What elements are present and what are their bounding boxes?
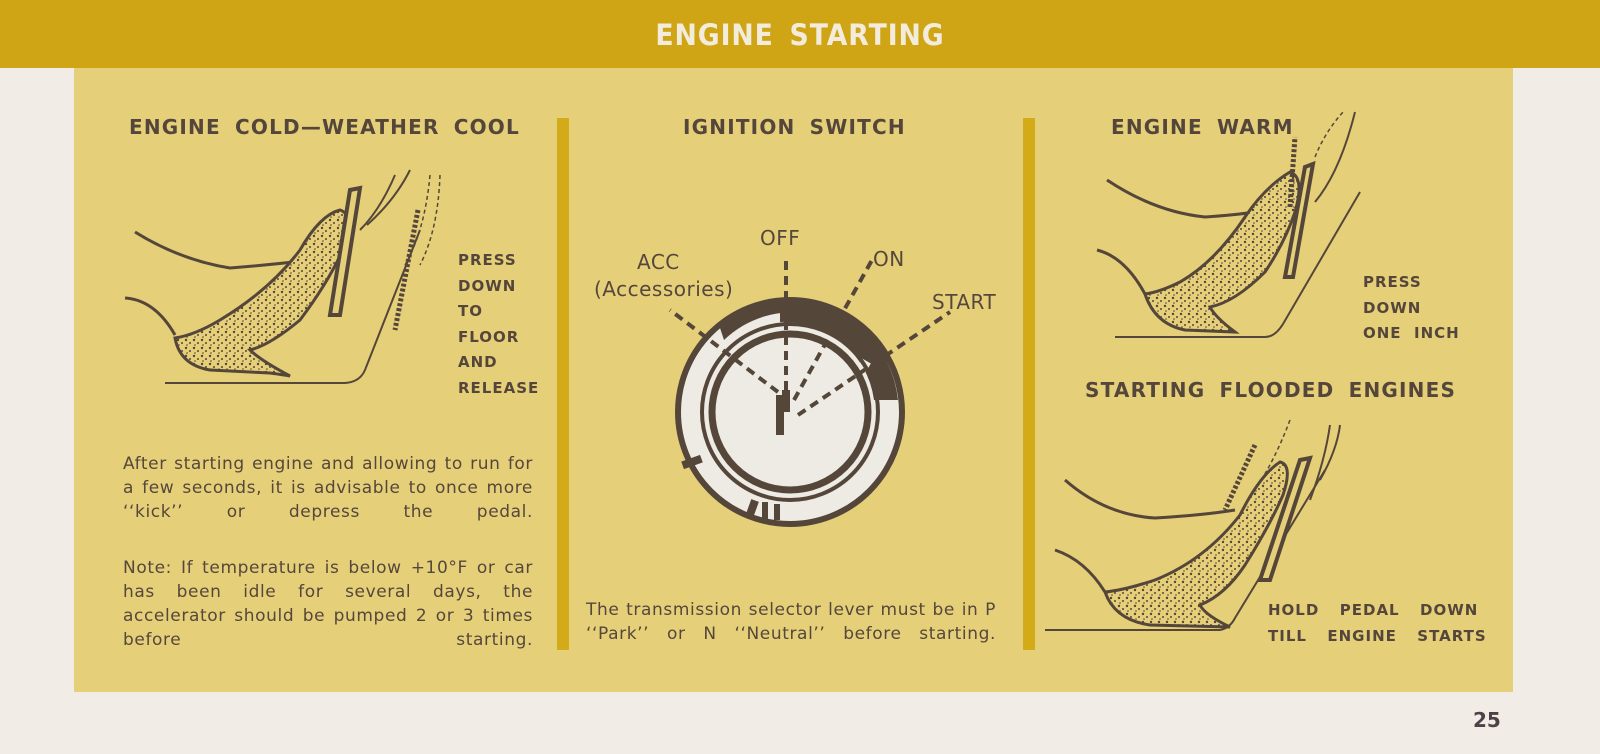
instruction-line: RELEASE [458, 378, 540, 397]
warm-instruction: PRESS DOWN ONE INCH [1363, 270, 1460, 347]
column-divider-right [1023, 118, 1035, 650]
foot-pedal-one-inch-illustration [1096, 111, 1361, 338]
instruction-line: DOWN [458, 276, 517, 295]
page-title: ENGINE STARTING [655, 18, 945, 52]
ignition-paragraph: The transmission selector lever must be … [586, 600, 996, 644]
cold-section-heading: ENGINE COLD—WEATHER COOL [129, 115, 520, 139]
foot-pedal-hold-illustration [1045, 419, 1341, 631]
flooded-section-heading: STARTING FLOODED ENGINES [1085, 378, 1457, 402]
flooded-instruction: HOLD PEDAL DOWN TILL ENGINE STARTS [1268, 598, 1487, 649]
instruction-line: PRESS [1363, 273, 1422, 291]
instruction-line: ONE INCH [1363, 324, 1460, 342]
ignition-switch-dial-icon [668, 255, 952, 527]
dial-label-off: OFF [760, 226, 801, 250]
instruction-line: HOLD PEDAL DOWN [1268, 601, 1479, 619]
ignition-section-heading: IGNITION SWITCH [683, 115, 906, 139]
instruction-line: DOWN [1363, 298, 1422, 317]
warm-section-heading: ENGINE WARM [1111, 115, 1294, 139]
dial-label-start: START [932, 290, 997, 314]
page-number: 25 [1473, 708, 1501, 732]
header-bar: ENGINE STARTING [0, 0, 1600, 68]
instruction-line: AND [458, 353, 498, 371]
instruction-line: FLOOR [458, 327, 520, 346]
dial-label-acc-detail: (Accessories) [594, 277, 734, 301]
dial-label-acc: ACC [637, 250, 680, 274]
dial-label-on: ON [873, 247, 905, 271]
instruction-line: TILL ENGINE STARTS [1268, 626, 1487, 645]
instruction-line: TO [458, 302, 483, 320]
instruction-line: PRESS [458, 251, 517, 269]
cold-paragraph-note: Note: If temperature is below +10°F or c… [123, 558, 533, 650]
cold-paragraph-after-start: After starting engine and allowing to ru… [123, 454, 533, 522]
foot-pedal-floor-illustration [124, 169, 441, 384]
cold-instruction: PRESS DOWN TO FLOOR AND RELEASE [458, 248, 539, 401]
column-divider-left [557, 118, 569, 650]
